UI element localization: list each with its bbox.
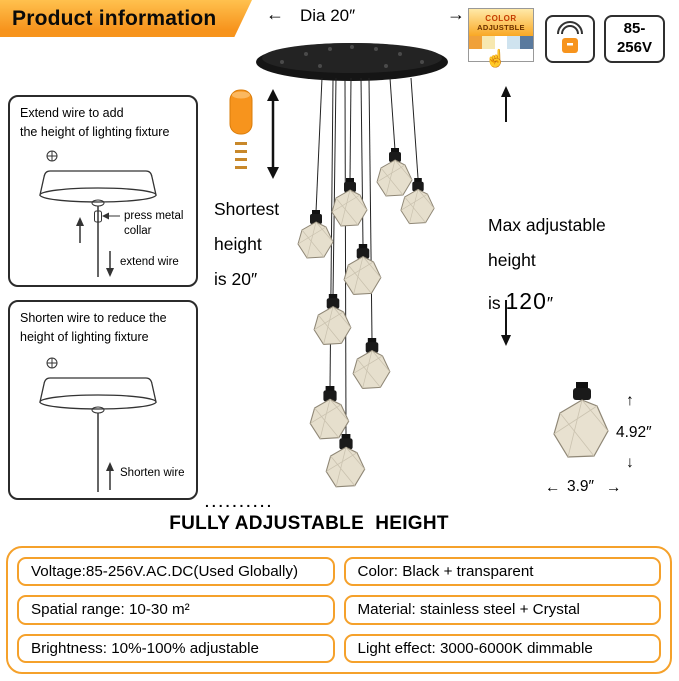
max-unit: ″ xyxy=(546,293,554,313)
max-line2: height xyxy=(488,250,536,270)
max-prefix: is xyxy=(488,293,501,313)
dim-down-arrow-icon: ↓ xyxy=(626,454,634,471)
remote-control-icon xyxy=(557,21,583,53)
diameter-label: Dia 20″ xyxy=(300,6,356,25)
extend-wire-box: Extend wire to add the height of lightin… xyxy=(8,95,198,287)
color-temperature-strip xyxy=(469,36,533,49)
max-height-text: Max adjustable height is 120″ xyxy=(488,208,606,324)
spec-material: Material: stainless steel + Crystal xyxy=(343,595,661,625)
spec-color: Color: Black + transparent xyxy=(343,557,661,587)
color-adjustable-line1: COLOR xyxy=(485,13,517,23)
pendant-detail-illustration xyxy=(553,382,609,458)
shorten-wire-label: Shorten wire xyxy=(120,467,185,479)
specs-panel: Voltage:85-256V.AC.DC(Used Globally) Col… xyxy=(6,546,672,674)
color-adjustable-header: COLOR ADJUSTBLE xyxy=(469,9,533,36)
diameter-arrow-left-icon: ← xyxy=(266,4,284,24)
hand-pointer-icon: ☝ xyxy=(485,49,507,68)
section-heading: FULLY ADJUSTABLE HEIGHT xyxy=(169,513,449,534)
voltage-line2: 256V xyxy=(616,39,653,56)
voltage-badge: 85- 256V xyxy=(604,15,665,63)
banner: Product information xyxy=(0,0,252,37)
pendant-width-label: 3.9″ xyxy=(567,478,595,495)
shorten-diagram xyxy=(39,357,157,492)
remote-control-badge xyxy=(545,15,595,63)
shortest-line2: height xyxy=(214,234,262,254)
extend-caption-line1: Extend wire to add xyxy=(20,106,124,120)
spec-voltage: Voltage:85-256V.AC.DC(Used Globally) xyxy=(17,557,335,587)
max-line1: Max adjustable xyxy=(488,215,606,235)
extend-caption-line2: the height of lighting fixture xyxy=(20,124,170,139)
shorten-caption-line2: height of lighting fixture xyxy=(20,329,149,344)
up-arrow-icon xyxy=(501,86,511,122)
up-down-arrow-icon xyxy=(267,89,279,179)
pendant-height-label: 4.92″ xyxy=(616,424,652,441)
spec-brightness: Brightness: 10%-100% adjustable xyxy=(17,633,335,663)
down-arrow-icon xyxy=(501,300,511,346)
shorten-caption-line1: Shorten wire to reduce the xyxy=(20,311,167,325)
adjustable-rod-icon xyxy=(229,89,279,179)
max-value: 120 xyxy=(505,288,547,314)
shorten-caption: Shorten wire to reduce the height of lig… xyxy=(20,309,167,347)
voltage-line1: 85- xyxy=(623,20,646,38)
max-line3: is 120″ xyxy=(488,278,606,324)
dim-up-arrow-icon: ↑ xyxy=(626,392,634,409)
diameter-arrow-right-icon: → xyxy=(447,4,465,24)
color-adjustable-line2: ADJUSTBLE xyxy=(477,22,525,32)
shortest-line1: Shortest xyxy=(214,199,280,219)
dim-left-arrow-icon: ← xyxy=(545,479,561,496)
extend-caption: Extend wire to add the height of lightin… xyxy=(20,104,169,142)
shortest-height-text: Shortest height is 20″ xyxy=(214,192,279,297)
spec-spatial-range: Spatial range: 10-30 m² xyxy=(17,595,335,625)
chandelier-illustration xyxy=(256,43,448,488)
color-adjustable-badge: COLOR ADJUSTBLE ☝ xyxy=(468,8,534,68)
spec-light-effect: Light effect: 3000-6000K dimmable xyxy=(343,633,661,663)
dim-right-arrow-icon: → xyxy=(606,479,622,496)
dots-decoration: .......... xyxy=(205,494,274,510)
press-metal-collar-label: press metal collar xyxy=(124,210,184,237)
page-title: Product information xyxy=(12,6,217,30)
shortest-line3: is 20″ xyxy=(214,269,258,289)
extend-wire-label: extend wire xyxy=(120,256,179,268)
extend-diagram xyxy=(39,150,157,277)
shorten-wire-box: Shorten wire to reduce the height of lig… xyxy=(8,300,198,500)
